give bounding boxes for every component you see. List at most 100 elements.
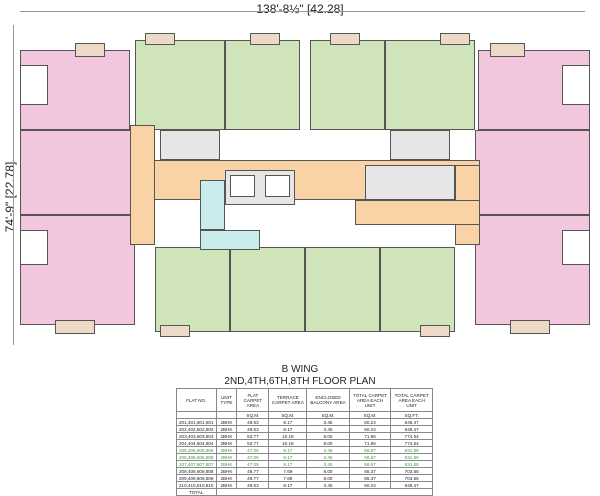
table-cell: 631.58 <box>390 446 433 454</box>
terrace <box>330 33 360 45</box>
table-cell: 3.45 <box>306 418 350 426</box>
table-cell: 648.47 <box>390 425 433 433</box>
duct <box>562 230 590 265</box>
table-cell: 2BHK <box>215 439 238 447</box>
table-cell: 60.24 <box>348 418 392 426</box>
col-terrace-carpet: TERRACE CARPET AREA <box>268 388 308 412</box>
table-cell: 48.63 <box>236 418 270 426</box>
unit-bottom-1 <box>155 247 230 332</box>
table-cell: 206,406,606,806 <box>176 453 217 461</box>
table-cell: 48.63 <box>236 481 270 489</box>
height-dimension: 74'-9" [22.78] <box>3 161 17 233</box>
table-cell: 10.18 <box>268 432 308 440</box>
table-cell: 71.96 <box>348 432 392 440</box>
duct <box>20 230 48 265</box>
duct-area <box>390 130 450 160</box>
table-cell: 2BHK <box>215 481 238 489</box>
table-cell: 7.69 <box>268 467 308 475</box>
unit-label: SQ.M. <box>236 411 270 419</box>
table-cell: 207,407,607,807 <box>176 460 217 468</box>
table-cell: 8.17 <box>268 425 308 433</box>
unit-label: SQ.M. <box>348 411 392 419</box>
table-cell: 2BHK <box>215 446 238 454</box>
table-cell: 648.47 <box>390 418 433 426</box>
unit-label <box>176 411 217 419</box>
area-table: FLAT NO. UNIT TYPE FLAT CARPET AREA TERR… <box>176 388 433 496</box>
table-cell: 8.00 <box>306 432 350 440</box>
table-cell: 48.77 <box>236 467 270 475</box>
lift <box>230 175 255 197</box>
terrace <box>510 320 550 334</box>
table-cell: 3.45 <box>306 460 350 468</box>
unit-top-2 <box>225 40 300 130</box>
table-cell: 3.45 <box>306 425 350 433</box>
col-unit-type: UNIT TYPE <box>215 388 238 412</box>
table-cell: 8.17 <box>268 446 308 454</box>
terrace <box>440 33 470 45</box>
table-cell: 3.45 <box>306 453 350 461</box>
table-cell: 774.54 <box>390 439 433 447</box>
table-cell: 48.77 <box>236 474 270 482</box>
corridor-left <box>130 125 155 245</box>
table-total-row: TOTAL <box>176 488 433 496</box>
col-flat-no: FLAT NO. <box>176 388 217 412</box>
table-cell: 2BHK <box>215 474 238 482</box>
table-cell: 3.45 <box>306 446 350 454</box>
table-cell: 2BHK <box>215 453 238 461</box>
table-cell: 8.17 <box>268 460 308 468</box>
col-flat-carpet: FLAT CARPET AREA <box>236 388 270 412</box>
width-dimension-line <box>20 11 585 12</box>
table-cell: 202,402,602,802 <box>176 425 217 433</box>
terrace <box>55 320 95 334</box>
floor-plan <box>20 25 590 350</box>
table-cell: 203,403,603,803 <box>176 432 217 440</box>
unit-top-3 <box>310 40 385 130</box>
terrace <box>420 325 450 337</box>
terrace <box>145 33 175 45</box>
table-cell: 8.17 <box>268 418 308 426</box>
table-cell: 3.45 <box>306 481 350 489</box>
floor-plan-title: 2ND,4TH,6TH,8TH FLOOR PLAN <box>224 376 376 387</box>
unit-right-middle <box>475 130 590 215</box>
unit-top-4 <box>385 40 475 130</box>
table-cell: 71.96 <box>348 439 392 447</box>
total-value <box>215 488 433 496</box>
table-cell: 65.37 <box>348 474 392 482</box>
table-cell: 58.67 <box>348 446 392 454</box>
unit-left-middle <box>20 130 135 215</box>
unit-label: SQ.M. <box>268 411 308 419</box>
col-enclosed-balcony: ENCLOSED BALCONY AREA <box>306 388 350 412</box>
terrace <box>490 43 525 57</box>
duct <box>20 65 48 105</box>
table-header-row: FLAT NO. UNIT TYPE FLAT CARPET AREA TERR… <box>176 388 433 412</box>
unit-top-1 <box>135 40 225 130</box>
table-cell: 60.24 <box>348 425 392 433</box>
open-duct <box>365 165 455 200</box>
terrace <box>160 325 190 337</box>
table-cell: 8.17 <box>268 481 308 489</box>
table-cell: 48.63 <box>236 425 270 433</box>
table-cell: 60.24 <box>348 481 392 489</box>
unit-label: SQ.M. <box>306 411 350 419</box>
table-units-row: SQ.M. SQ.M. SQ.M. SQ.M. SQ.FT. <box>176 411 433 419</box>
table-cell: 2BHK <box>215 432 238 440</box>
staircase <box>200 230 260 250</box>
table-cell: 65.37 <box>348 467 392 475</box>
unit-label: SQ.FT. <box>390 411 433 419</box>
table-cell: 210,410,610,810 <box>176 481 217 489</box>
table-cell: 703.66 <box>390 474 433 482</box>
table-cell: 2BHK <box>215 460 238 468</box>
table-cell: 209,409,609,809 <box>176 474 217 482</box>
wing-title: B WING <box>281 364 319 375</box>
col-total-sqft: TOTAL CARPET AREA EACH UNIT <box>390 388 433 412</box>
duct-area <box>160 130 220 160</box>
table-cell: 10.18 <box>268 439 308 447</box>
unit-bottom-2 <box>230 247 305 332</box>
table-cell: 8.00 <box>306 467 350 475</box>
table-cell: 7.69 <box>268 474 308 482</box>
